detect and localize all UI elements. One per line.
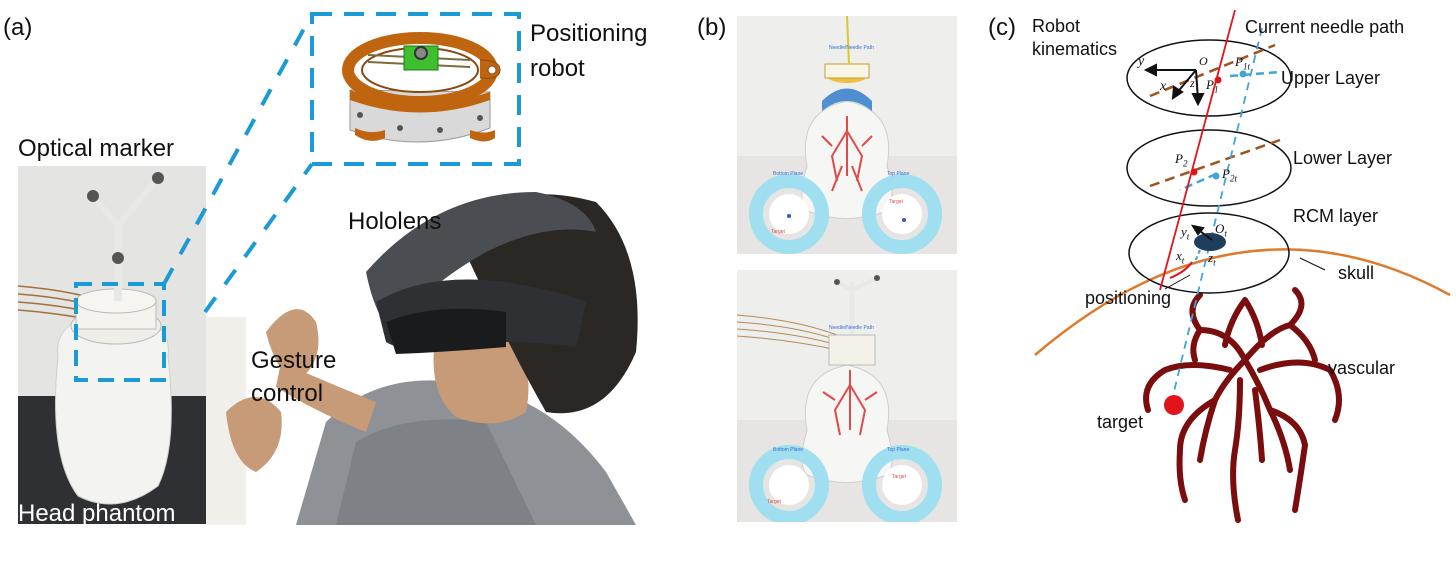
target-sphere (1164, 395, 1184, 415)
p1-label: P1 (1206, 77, 1219, 95)
lower-layer-label: Lower Layer (1293, 148, 1393, 168)
xt-label: xt (1176, 248, 1185, 266)
positioning-robot-render (342, 32, 501, 143)
hologram-top-illustration (737, 16, 957, 254)
hologram-bottom-illustration (737, 270, 957, 522)
robot-kinematics-line2: kinematics (1032, 39, 1118, 59)
positioning-arc (1169, 261, 1193, 279)
target-needle-path (1169, 27, 1263, 409)
hologram-top-target-right: Target (889, 199, 903, 205)
positioning-robot-line2: robot (530, 55, 585, 82)
lower-layer-blue-leg (1179, 172, 1217, 192)
vascular-label: vascular (1328, 358, 1396, 378)
vascular-tree (1143, 287, 1342, 523)
rcm-layer-label: RCM layer (1293, 206, 1379, 226)
p2t-point (1212, 172, 1220, 180)
upper-layer-blue-leg (1229, 70, 1281, 78)
head-phantom-illustration (18, 166, 206, 524)
hololens-user-illustration (206, 172, 646, 525)
hologram-bottom-path-caption: Needle/Needle Path (829, 325, 874, 331)
p1-point (1214, 76, 1222, 84)
hololens-user-photo (206, 172, 646, 525)
hologram-photo-top: Needle/Needle Path Bottom Plane Top Plan… (737, 16, 957, 254)
positioning-pointer (1164, 274, 1191, 290)
rcm-frame-axes (1190, 224, 1213, 241)
hologram-bottom-top-plane: Top Plane (887, 447, 910, 453)
robot-callout-box (310, 12, 521, 166)
callout-line-top (162, 13, 314, 285)
hologram-top-path-caption: Needle/Needle Path (829, 45, 874, 51)
hologram-top-target-left: Target (771, 229, 785, 235)
ot-label: Ot (1215, 221, 1227, 239)
skull-label: skull (1338, 263, 1375, 283)
upper-layer-dashed-diameter (1149, 43, 1276, 98)
robot-kinematics-line1: Robot (1032, 16, 1081, 36)
gesture-control-line2: control (251, 380, 324, 407)
lower-layer-dashed-diameter (1149, 138, 1281, 188)
lower-layer-ellipse (1126, 129, 1292, 207)
axis-z-label: z (1190, 76, 1195, 90)
hologram-top-top-plane: Top Plane (887, 171, 910, 177)
panel-a-letter: (a) (3, 14, 33, 41)
skull-arc (1034, 248, 1451, 356)
yt-label: yt (1181, 224, 1190, 242)
zt-label: zt (1208, 250, 1216, 268)
hologram-top-bottom-plane: Bottom Plane (773, 171, 804, 177)
p2t-label: P2t (1222, 166, 1237, 184)
gesture-control-line1: Gesture (251, 347, 337, 374)
rcm-layer-ellipse (1128, 212, 1290, 294)
origin-o-label: O (1199, 54, 1208, 68)
positioning-robot-line1: Positioning (530, 20, 648, 47)
hololens-label: Hololens (348, 208, 442, 235)
current-needle-path (1159, 9, 1236, 291)
positioning-label: positioning (1085, 288, 1172, 308)
hologram-bottom-target-left: Target (767, 499, 781, 505)
target-label: target (1097, 412, 1144, 432)
p2-label: P2 (1175, 151, 1188, 169)
panel-b-letter: (b) (697, 14, 727, 41)
head-robot-box (74, 282, 166, 382)
head-phantom-label: Head phantom (18, 500, 176, 527)
current-needle-path-label: Current needle path (1245, 17, 1405, 37)
head-phantom-photo (18, 166, 206, 524)
p1t-label: P1t (1235, 54, 1250, 72)
upper-layer-label: Upper Layer (1281, 68, 1381, 88)
panel-a-callouts (74, 12, 521, 382)
optical-marker-label: Optical marker (18, 135, 175, 162)
hologram-bottom-target-right: Target (892, 474, 906, 480)
upper-frame-axes (1143, 63, 1205, 107)
hologram-photo-bottom: Needle/Needle Path Bottom Plane Top Plan… (737, 270, 957, 522)
rcm-blue-leg (1193, 249, 1201, 265)
upper-layer-ellipse (1126, 39, 1292, 117)
callout-line-bottom (203, 162, 314, 314)
rcm-leader (1299, 257, 1326, 271)
axis-y-label: y (1138, 54, 1145, 69)
hologram-bottom-bottom-plane: Bottom Plane (773, 447, 804, 453)
panel-c-letter: (c) (988, 14, 1016, 41)
p2-point (1190, 168, 1198, 176)
axis-x-label: x (1160, 79, 1167, 94)
p1t-point (1239, 70, 1247, 78)
rcm-point (1194, 233, 1226, 251)
